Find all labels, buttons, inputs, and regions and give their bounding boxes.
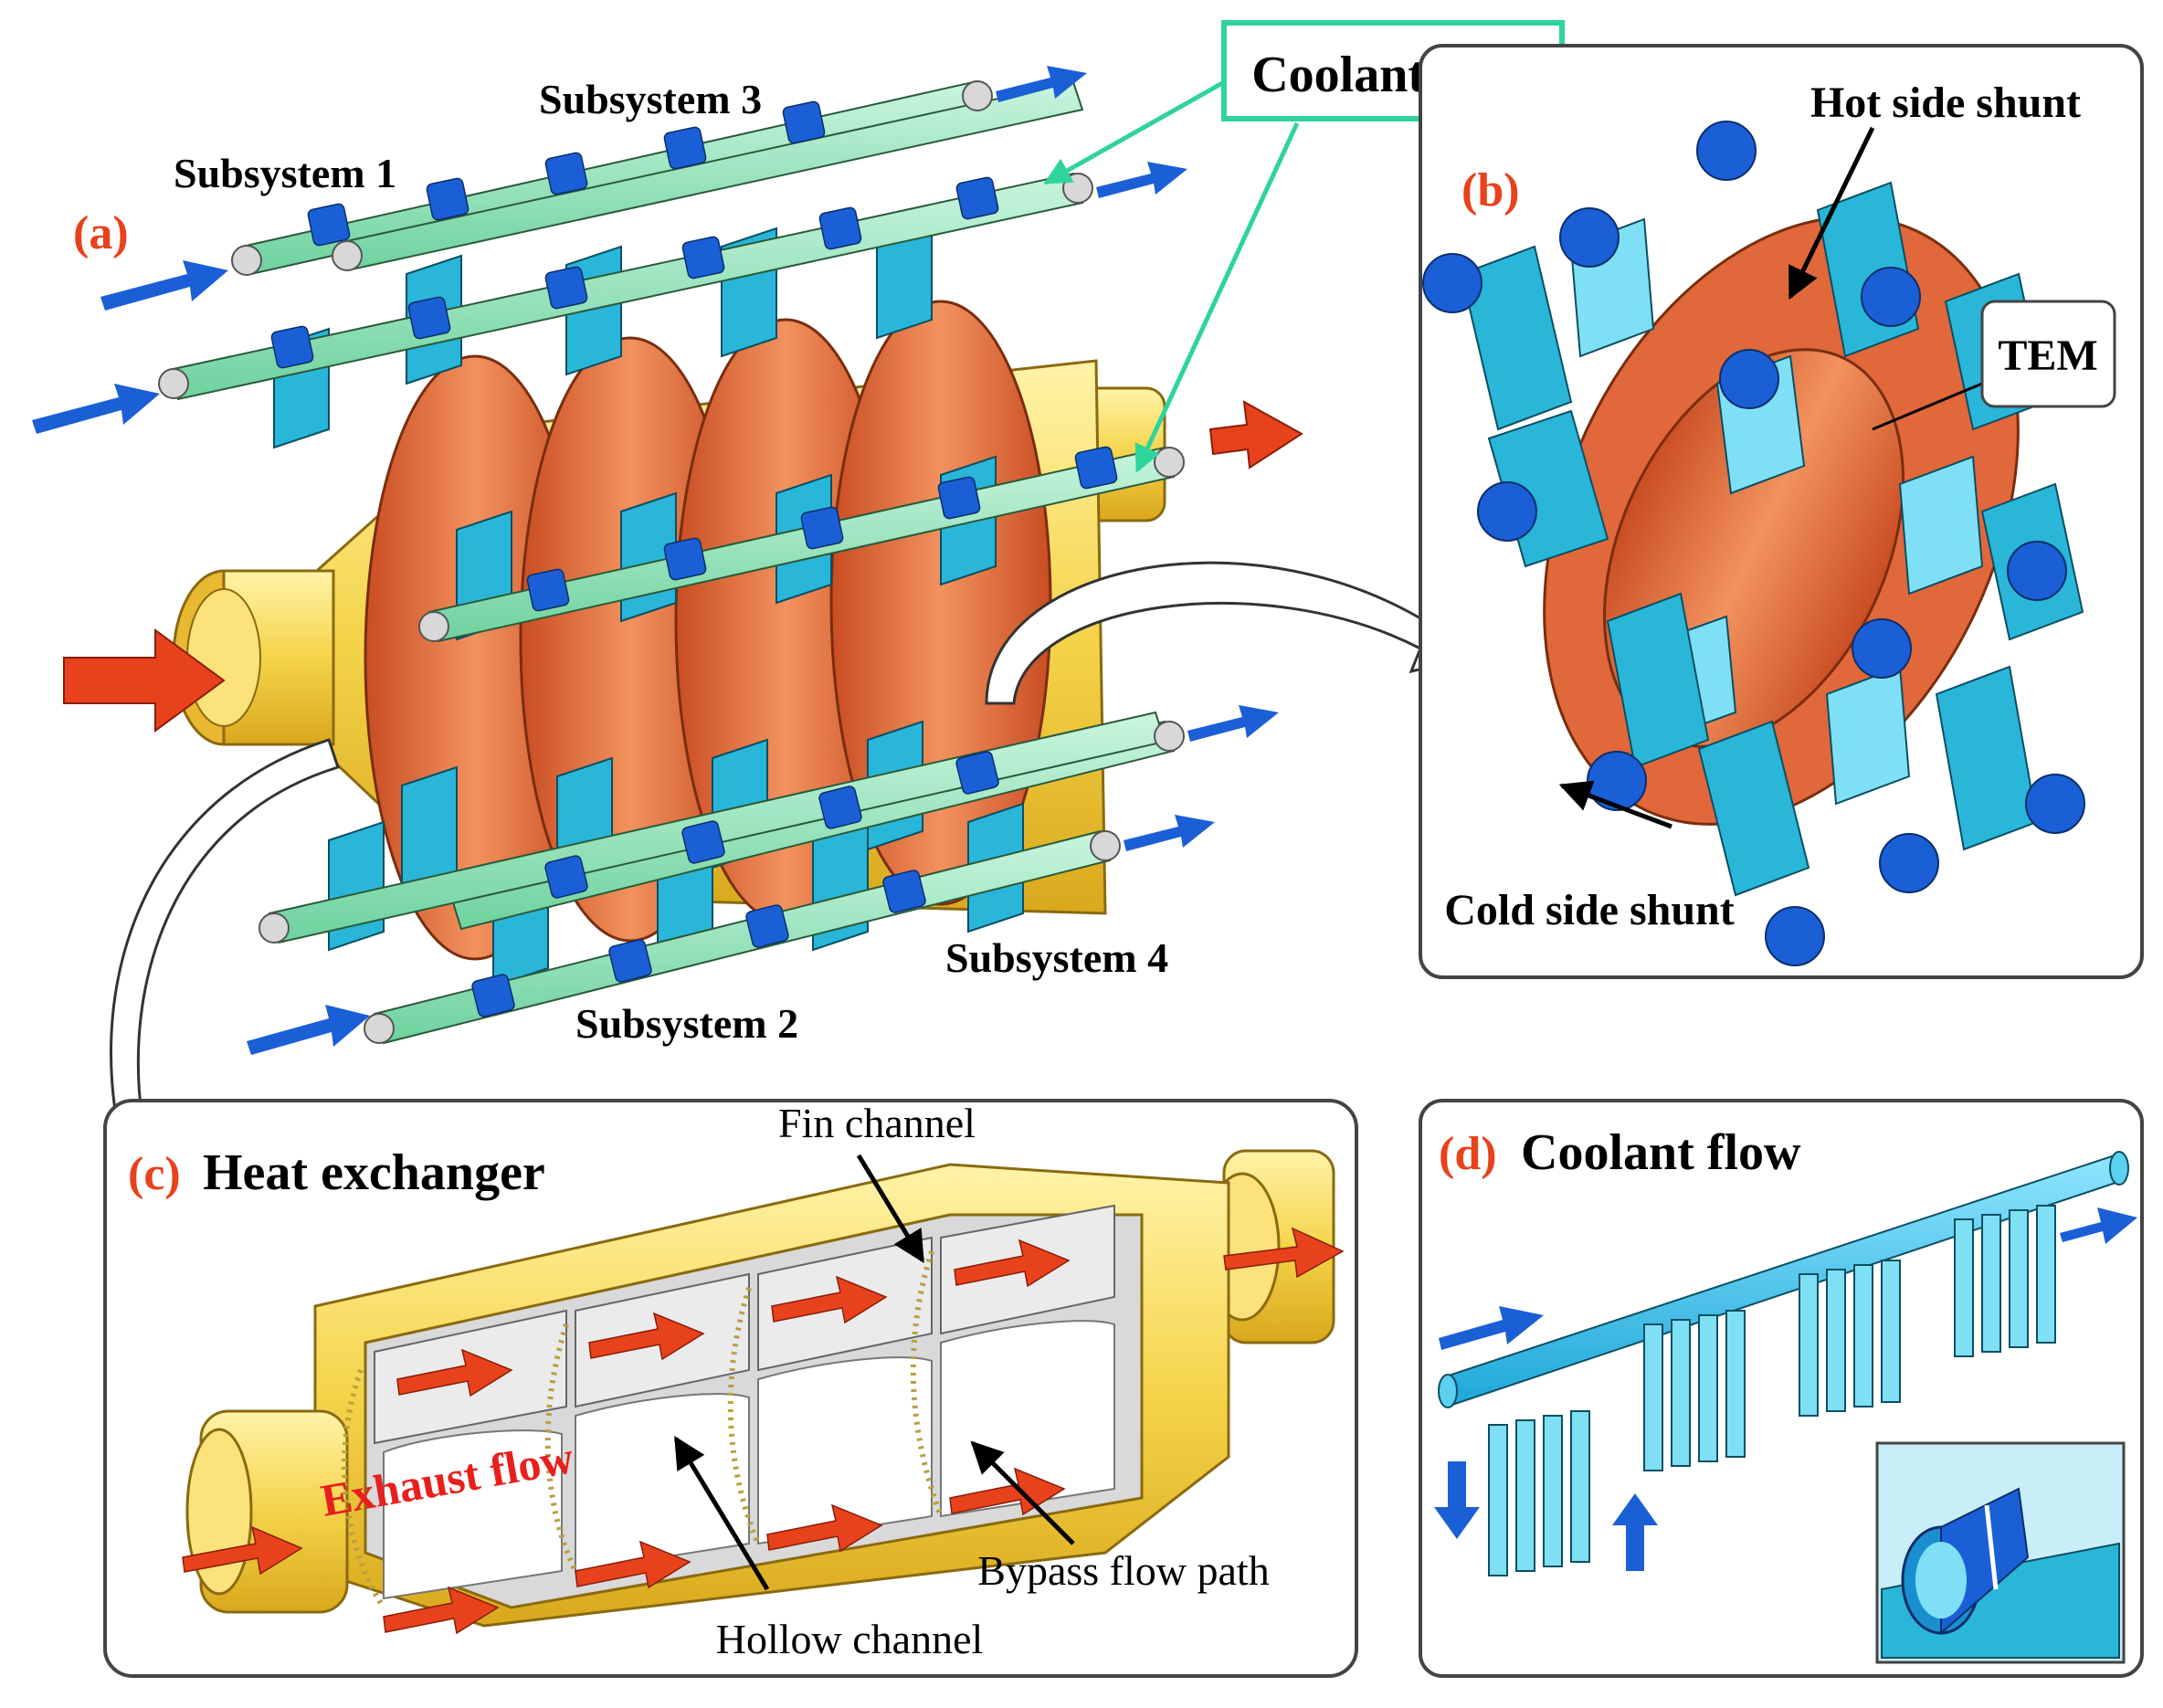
subsystem-4-label: Subsystem 4: [945, 934, 1168, 981]
panel-d: (d) Coolant flow: [1419, 1099, 2144, 1678]
panel-a-tag: (a): [73, 207, 129, 259]
branch-channels: [1488, 1205, 2056, 1576]
coolant-manifold-pipe: [1438, 1151, 2129, 1408]
coolant-tube-bands: [270, 100, 1118, 1017]
subsystem-2-label: Subsystem 2: [575, 1000, 798, 1047]
subsystem-1-label: Subsystem 1: [174, 150, 396, 196]
panel-a: Coolant tube (a) Subsystem 1 Subsystem 3…: [32, 20, 1565, 1354]
coolant-direction-arrows: [1434, 1207, 2137, 1571]
panel-d-tag: (d): [1439, 1128, 1497, 1180]
panel-c: (c) Heat exchanger: [103, 1099, 1358, 1678]
panel-b-tag: (b): [1461, 164, 1520, 216]
exhaust-inlet-arrow: [63, 628, 226, 733]
panel-d-title: Coolant flow: [1521, 1124, 1801, 1181]
exhaust-flow-arrows: [63, 400, 1303, 733]
bypass-fin-rings: [341, 1250, 944, 1609]
bypass-flow-path-label: Bypass flow path: [977, 1547, 1269, 1594]
panel-c-pointers: [673, 1154, 1075, 1591]
tube-end-nuts: [158, 80, 1185, 1044]
fin-channel-label: Fin channel: [778, 1100, 976, 1146]
coolant-tube-stubs: [1422, 121, 2085, 966]
hollow-channels: [383, 1320, 1115, 1600]
tube-detail-inset: [1875, 1441, 2126, 1664]
panel-b: (b): [1419, 44, 2144, 979]
coolant-flow-arrows: [32, 66, 1279, 1055]
panel-b-pointers: [1558, 126, 1983, 829]
tem-callout-box: [1980, 300, 2116, 408]
panel-c-title: Heat exchanger: [203, 1144, 545, 1201]
exhaust-outlet-arrow: [1208, 400, 1303, 469]
panel-c-tag: (c): [128, 1148, 181, 1200]
hollow-channel-label: Hollow channel: [716, 1616, 984, 1662]
subsystem-3-label: Subsystem 3: [539, 76, 762, 122]
coolant-tube-pointers: [1043, 79, 1300, 473]
hot-side-shunt-label: Hot side shunt: [1810, 79, 2081, 127]
exhaust-arrows: [182, 1227, 1345, 1635]
tem-label: TEM: [1998, 332, 2097, 380]
cold-side-shunt-label: Cold side shunt: [1444, 886, 1734, 934]
